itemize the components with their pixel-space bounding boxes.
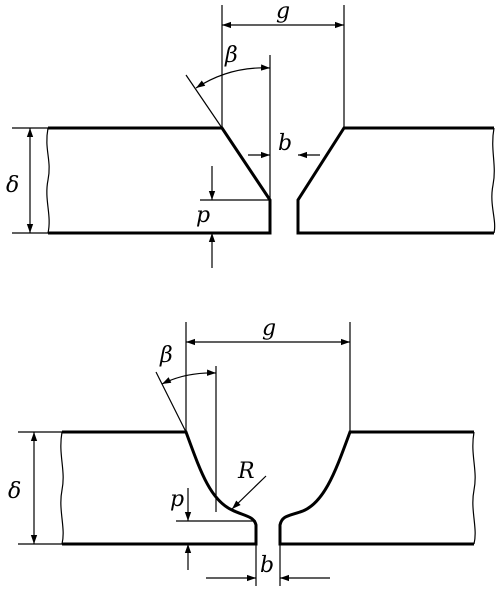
v-beta-arc <box>195 64 271 89</box>
u-left-break-line <box>60 431 64 545</box>
v-left-break-line <box>46 127 50 234</box>
v-right-plate <box>296 126 494 235</box>
v-beta-extension-slant <box>185 74 223 129</box>
u-r-leader <box>231 475 267 510</box>
u-beta-label: β <box>159 343 173 368</box>
v-delta-label: δ <box>6 173 19 198</box>
v-g-label: g <box>276 0 290 24</box>
v-p-label: p <box>196 203 210 228</box>
u-left-plate <box>62 430 258 546</box>
u-delta-label: δ <box>8 479 21 504</box>
v-beta-label: β <box>224 43 238 68</box>
v-groove-figure: g β b p δ <box>6 0 496 268</box>
v-right-break-line <box>491 127 496 234</box>
u-g-label: g <box>262 316 276 341</box>
v-b-label: b <box>278 131 292 156</box>
u-groove-figure: g β R p b δ <box>8 316 476 586</box>
u-r-label: R <box>237 459 255 484</box>
u-right-break-line <box>472 431 476 545</box>
u-right-plate <box>278 430 474 546</box>
u-p-label: p <box>170 487 184 512</box>
u-b-label: b <box>260 553 274 578</box>
u-beta-extension-slant <box>155 371 187 433</box>
v-left-plate <box>48 126 272 235</box>
u-beta-arc <box>161 369 217 385</box>
